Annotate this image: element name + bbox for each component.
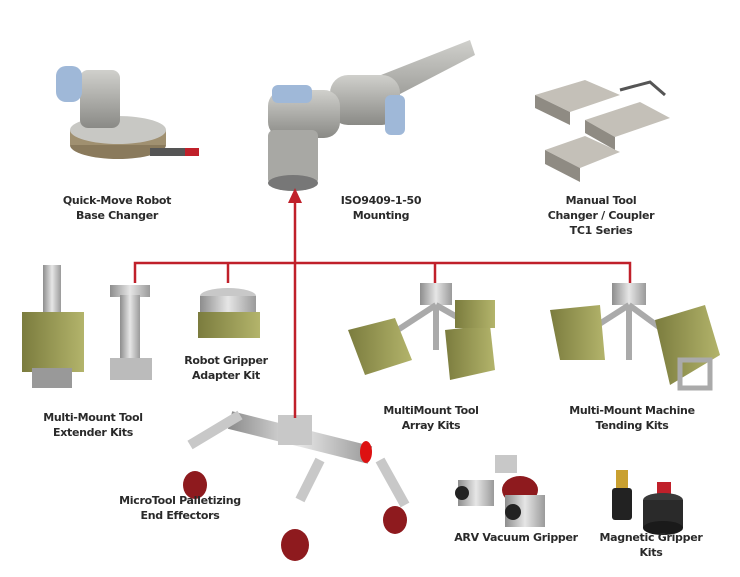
array-kits-image <box>348 283 495 380</box>
base-changer-image <box>56 66 199 159</box>
label-arv-vacuum: ARV Vacuum Gripper <box>454 531 578 544</box>
palletizing-image <box>183 410 410 561</box>
magnetic-gripper-image <box>612 470 683 535</box>
connector-bus <box>133 261 632 283</box>
extender-kits-image <box>22 265 152 388</box>
gripper-adapter-image <box>198 288 260 338</box>
robot-arm-image <box>268 40 475 191</box>
connector-lines <box>133 200 632 418</box>
arv-vacuum-image <box>455 455 545 527</box>
tending-kits-image <box>550 283 720 391</box>
manual-tool-changer-image <box>535 80 670 182</box>
arrowhead-icon <box>288 188 302 203</box>
